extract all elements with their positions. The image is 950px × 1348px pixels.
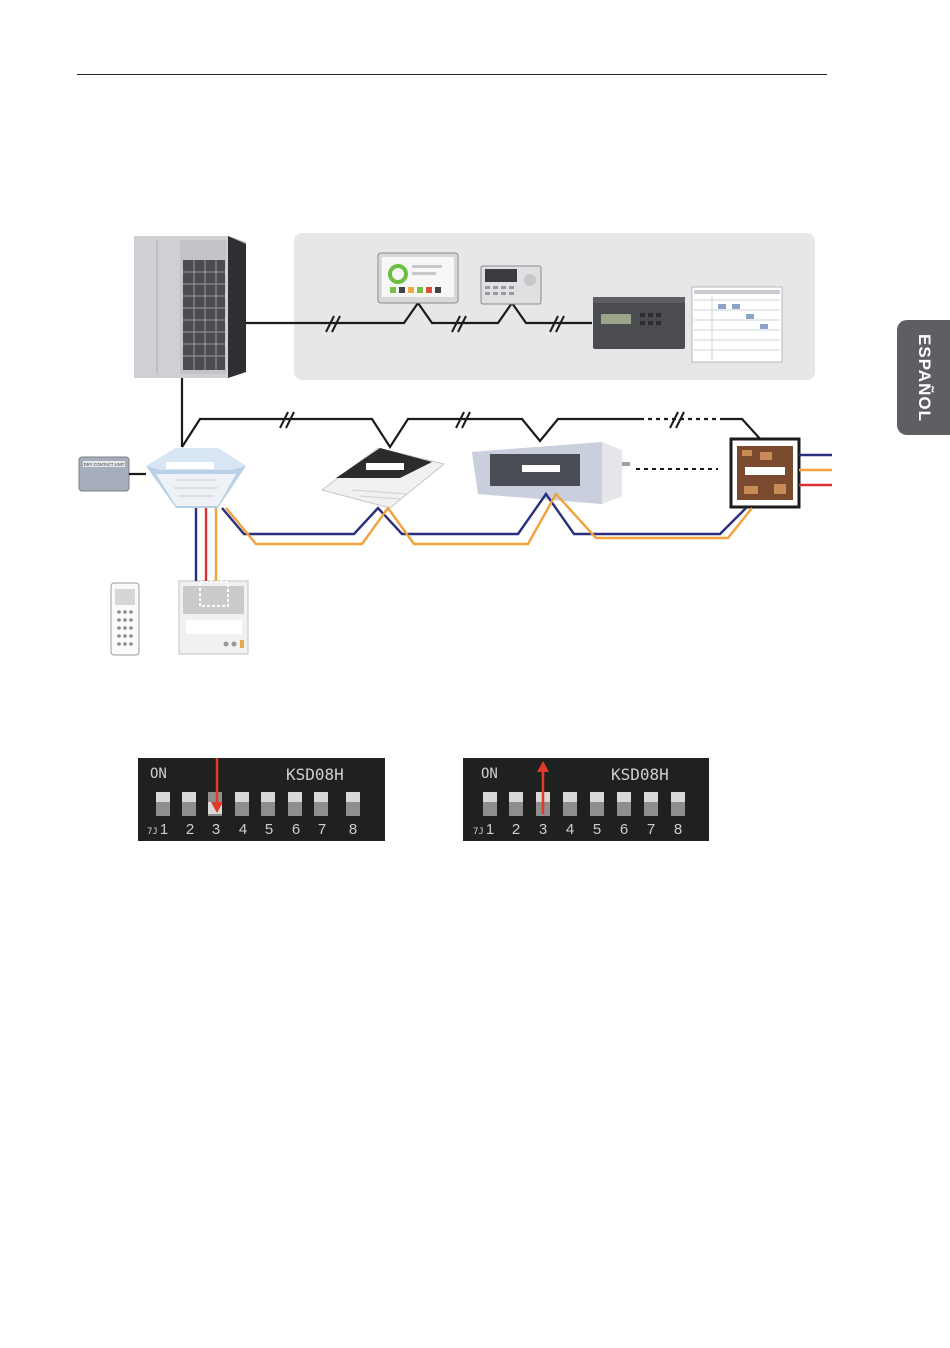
touch-controller-image — [378, 253, 458, 303]
dip-number: 5 — [593, 821, 601, 838]
dip-number: 2 — [186, 821, 194, 838]
dip-number: 4 — [239, 821, 247, 838]
dip-model-label: KSD08H — [286, 765, 344, 784]
wired-remote-image — [179, 581, 248, 654]
dip-switch-photo-1: ON KSD08H 7J 1 2 3 4 5 6 7 8 — [138, 758, 385, 841]
dip-on-label: ON — [150, 766, 167, 782]
ducted-unit-image — [472, 442, 630, 504]
four-way-cassette-image — [146, 448, 246, 508]
dip-number: 8 — [349, 821, 357, 838]
dip-prefix: 7J — [147, 827, 158, 837]
dip-number: 1 — [486, 821, 494, 838]
dip-number: 8 — [674, 821, 682, 838]
wireless-remote-image — [111, 583, 139, 655]
dry-contact-unit-label: DRY CONTACT UNIT — [84, 462, 125, 467]
dip-model-label: KSD08H — [611, 765, 669, 784]
dip-number: 2 — [512, 821, 520, 838]
dip-number: 6 — [620, 821, 628, 838]
dry-contact-unit-image: DRY CONTACT UNIT — [79, 457, 129, 491]
dip-number: 5 — [265, 821, 273, 838]
dip-number: 7 — [647, 821, 655, 838]
dip-number: 3 — [212, 821, 220, 838]
blue-wire — [222, 494, 746, 534]
dip-number: 3 — [539, 821, 547, 838]
one-way-cassette-image — [322, 448, 444, 508]
software-screenshot-image — [692, 287, 782, 362]
pcb-board-image — [731, 439, 799, 507]
dip-on-label: ON — [481, 766, 498, 782]
orange-wire — [226, 494, 752, 544]
outdoor-unit-image — [134, 236, 246, 378]
ac-smart-controller-image — [481, 266, 541, 304]
dip-number: 6 — [292, 821, 300, 838]
dip-switch-photo-2: ON KSD08H 7J 1 2 3 4 5 6 7 8 — [463, 758, 709, 841]
dip-number: 7 — [318, 821, 326, 838]
gateway-controller-image — [593, 297, 685, 349]
system-diagram: DRY CONTACT UNIT — [0, 0, 950, 700]
dip-number: 1 — [160, 821, 168, 838]
dip-prefix: 7J — [473, 827, 484, 837]
dip-number: 4 — [566, 821, 574, 838]
